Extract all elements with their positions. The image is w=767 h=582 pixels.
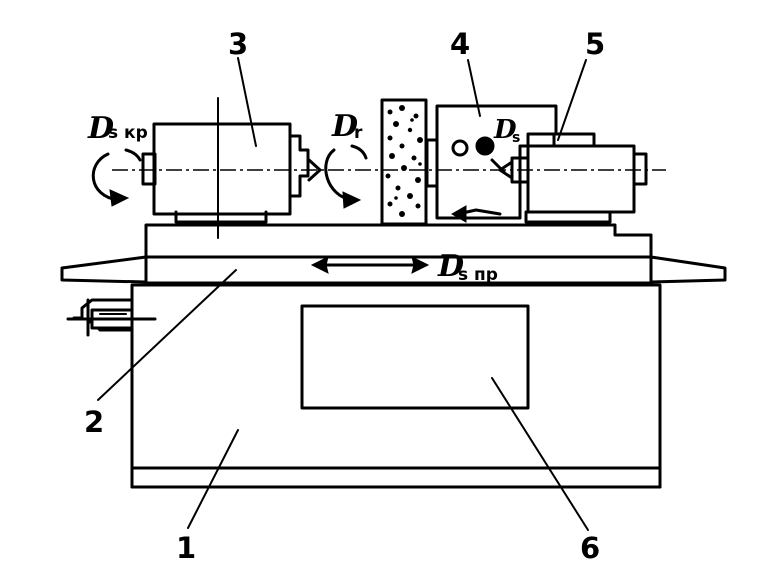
svg-text:r: r bbox=[354, 123, 363, 143]
feed-handwheel bbox=[66, 298, 157, 337]
table-feed-label: D s пр bbox=[437, 249, 498, 285]
svg-text:D: D bbox=[493, 115, 517, 145]
svg-text:s пр: s пр bbox=[458, 265, 498, 285]
callout-1: 1 bbox=[176, 531, 196, 565]
wheelhead bbox=[435, 104, 558, 223]
table-feed-arrow bbox=[310, 256, 430, 274]
wheel-rotation-arrow bbox=[324, 144, 368, 209]
callout-3: 3 bbox=[228, 27, 248, 61]
svg-text:D: D bbox=[87, 111, 114, 146]
callout-2: 2 bbox=[84, 405, 104, 439]
leader-lines bbox=[97, 57, 589, 531]
svg-text:D: D bbox=[331, 109, 358, 144]
svg-text:D: D bbox=[437, 249, 464, 284]
workpiece-rotation-label: D s кр bbox=[87, 111, 148, 146]
callout-6: 6 bbox=[580, 531, 600, 565]
control-panel bbox=[300, 304, 530, 410]
svg-text:s кр: s кр bbox=[108, 123, 148, 143]
callout-5: 5 bbox=[585, 27, 605, 61]
machine-table bbox=[60, 223, 727, 285]
machine-bed bbox=[130, 283, 662, 489]
wheel-rotation-label: D r bbox=[331, 109, 363, 144]
grinding-wheel bbox=[380, 98, 439, 226]
workhead bbox=[141, 122, 322, 224]
callout-4: 4 bbox=[450, 27, 470, 61]
cross-feed-label: D s bbox=[493, 115, 520, 146]
svg-text:s: s bbox=[512, 130, 520, 146]
workpiece-rotation-arrow bbox=[91, 148, 142, 207]
